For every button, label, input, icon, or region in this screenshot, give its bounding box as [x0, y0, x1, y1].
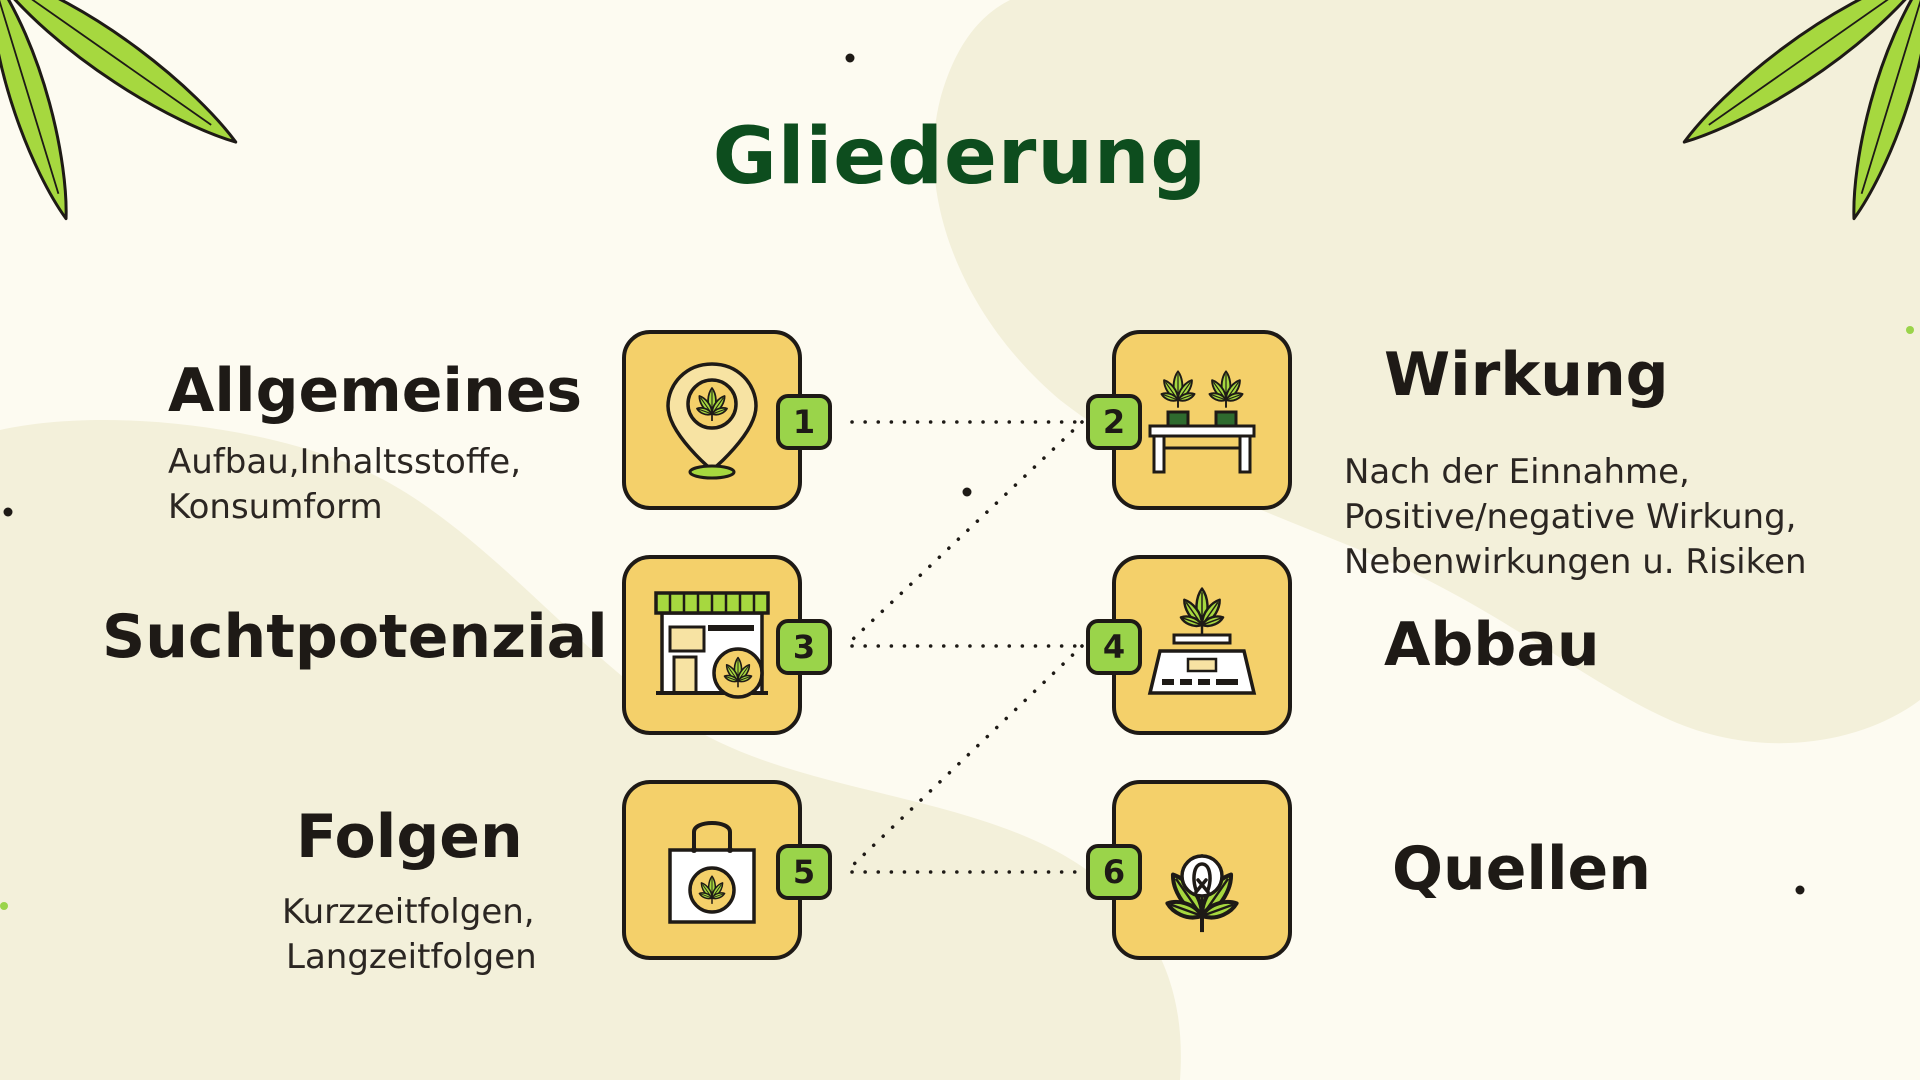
topic-tile-1[interactable]: 1 — [622, 330, 832, 510]
topic-number-badge-2: 2 — [1086, 394, 1142, 450]
topic-number-badge-3: 3 — [776, 619, 832, 675]
dot — [3, 507, 13, 517]
scale-leaf-icon — [1147, 587, 1257, 695]
topic-tile-4[interactable]: 4 — [1086, 555, 1292, 735]
storefront-leaf-icon — [654, 591, 770, 699]
topic-number-badge-6: 6 — [1086, 844, 1142, 900]
dot — [0, 902, 8, 910]
leaf-ribbon-icon — [1165, 854, 1239, 933]
topic-heading-abbau: Abbau — [1384, 610, 1600, 680]
dot — [1906, 326, 1914, 334]
topic-heading-wirkung: Wirkung — [1384, 340, 1669, 410]
topic-tile-6[interactable]: 6 — [1086, 780, 1292, 960]
leaf-icon-top-right — [1682, 0, 1920, 221]
topic-tile-2[interactable]: 2 — [1086, 330, 1292, 510]
location-pin-leaf-icon — [666, 362, 758, 480]
dot — [962, 487, 972, 497]
plant-pots-table-icon — [1148, 370, 1256, 474]
background-blob-right — [933, 0, 1920, 744]
connector-4-5 — [850, 644, 1084, 868]
topic-heading-allgemeines: Allgemeines — [168, 356, 583, 426]
shopping-bag-leaf-icon — [668, 821, 756, 924]
topic-heading-quellen: Quellen — [1392, 834, 1651, 904]
topic-tile-5[interactable]: 5 — [622, 780, 832, 960]
topic-subtext-folgen: Kurzzeitfolgen, Langzeitfolgen — [282, 892, 537, 977]
dot — [845, 53, 855, 63]
topic-tile-3[interactable]: 3 — [622, 555, 832, 735]
topic-subtext-allgemeines: Aufbau,Inhaltsstoffe, Konsumform — [168, 442, 521, 527]
background-blob-left — [0, 420, 1181, 1080]
topic-heading-folgen: Folgen — [296, 802, 523, 872]
topic-number-badge-4: 4 — [1086, 619, 1142, 675]
connector-2-3 — [850, 420, 1084, 642]
slide-title: Gliederung — [712, 112, 1208, 202]
topic-number-badge-1: 1 — [776, 394, 832, 450]
topic-subtext-wirkung: Nach der Einnahme, Positive/negative Wir… — [1344, 452, 1807, 582]
dot — [1795, 885, 1805, 895]
topic-heading-suchtpotenzial: Suchtpotenzial — [102, 602, 608, 672]
leaf-icon-top-left — [0, 0, 238, 221]
topic-number-badge-5: 5 — [776, 844, 832, 900]
